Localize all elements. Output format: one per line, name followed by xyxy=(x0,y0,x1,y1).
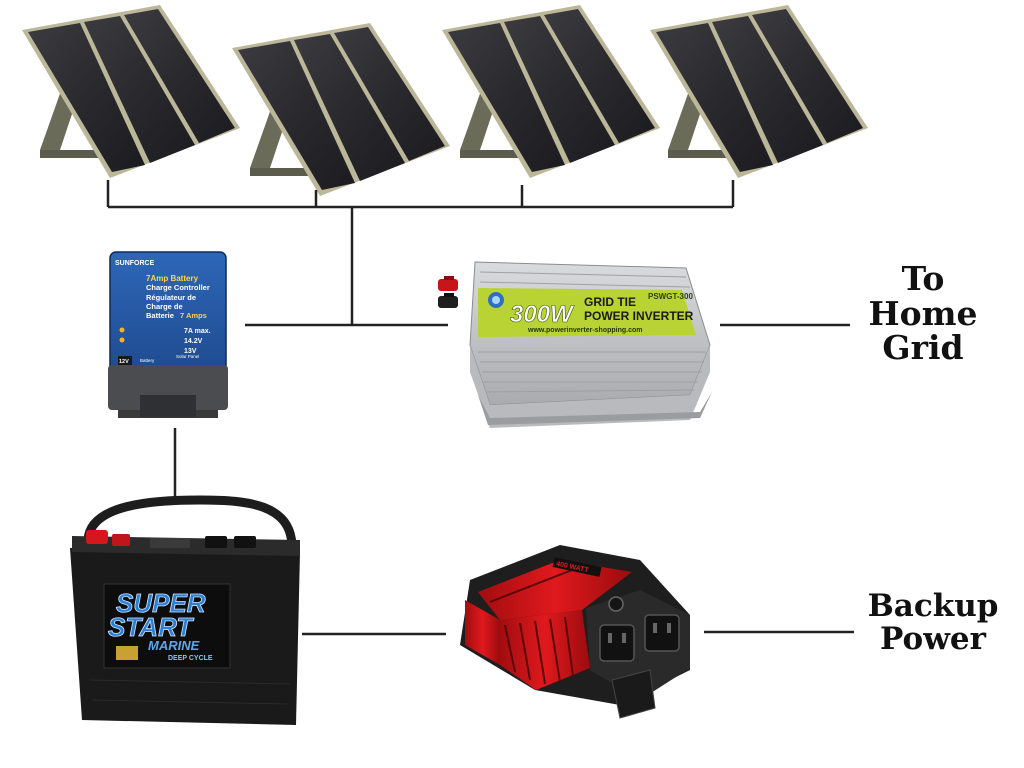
controller-badge-text: 12V xyxy=(119,359,129,365)
charge-controller: SUNFORCE 7Amp Battery Charge Controller … xyxy=(108,251,228,418)
controller-fr-3: Batterie xyxy=(146,311,174,320)
usa-flag-badge xyxy=(116,646,138,660)
controller-spec-1: 7A max. xyxy=(184,328,211,335)
inverter-line-2: POWER INVERTER xyxy=(584,309,694,323)
ac-outlet-icon xyxy=(599,624,635,662)
inverter-rating-badge xyxy=(552,557,602,577)
controller-sub-2: Solar Panel xyxy=(176,354,199,359)
controller-sub-1: Battery xyxy=(140,358,155,363)
inverter-label-panel xyxy=(478,288,696,337)
wires xyxy=(106,180,854,636)
grid-tie-inverter: PSWGT-300 300W GRID TIE POWER INVERTER w… xyxy=(438,261,712,428)
solar-panel-2 xyxy=(232,23,450,196)
controller-fr-2: Charge de xyxy=(146,302,183,311)
backup-label-line-2: Power xyxy=(880,620,986,657)
solar-panel-3 xyxy=(442,5,660,178)
grid-label-line-3: Grid xyxy=(882,328,964,368)
backup-power-label: Backup Power xyxy=(858,590,1008,655)
battery-handle xyxy=(83,495,297,550)
grid-label-line-2: Home xyxy=(868,293,978,333)
controller-fr-1: Régulateur de xyxy=(146,293,196,302)
backup-label-line-1: Backup xyxy=(867,588,999,624)
controller-fr-amps: 7 Amps xyxy=(180,311,207,320)
controller-badge xyxy=(118,356,132,365)
black-terminal-icon xyxy=(205,536,227,548)
ac-outlet-icon xyxy=(644,614,680,652)
inverter-model: PSWGT-300 xyxy=(648,292,693,301)
battery-brand-3: MARINE xyxy=(148,638,200,653)
power-switch-icon xyxy=(608,596,624,612)
grid-label-line-1: To xyxy=(901,259,945,298)
controller-title-1: 7Amp Battery xyxy=(146,274,199,283)
backup-power-inverter: 400 WATT xyxy=(460,545,690,719)
battery-brand-2: START xyxy=(108,612,194,642)
battery-brand-1: SUPER xyxy=(116,588,206,618)
controller-title-2: Charge Controller xyxy=(146,283,210,292)
to-home-grid-label: To Home Grid xyxy=(848,259,998,368)
inverter-watts: 300W xyxy=(510,301,575,328)
controller-brand: SUNFORCE xyxy=(115,260,155,267)
inverter-line-1: GRID TIE xyxy=(584,295,636,309)
red-terminal-icon xyxy=(438,279,458,291)
solar-panel-4 xyxy=(650,5,868,178)
red-terminal-icon xyxy=(86,530,108,544)
solar-panel-1 xyxy=(22,5,240,178)
controller-indicator-light xyxy=(119,337,125,343)
controller-spec-3: 13V xyxy=(184,348,197,355)
deep-cycle-battery: SUPER START MARINE DEEP CYCLE xyxy=(70,495,300,725)
black-terminal-icon xyxy=(438,296,458,308)
battery-brand-4: DEEP CYCLE xyxy=(168,655,213,662)
controller-indicator-light xyxy=(119,327,125,333)
inverter-url: www.powerinverter-shopping.com xyxy=(527,327,642,334)
controller-spec-2: 14.2V xyxy=(184,338,203,345)
